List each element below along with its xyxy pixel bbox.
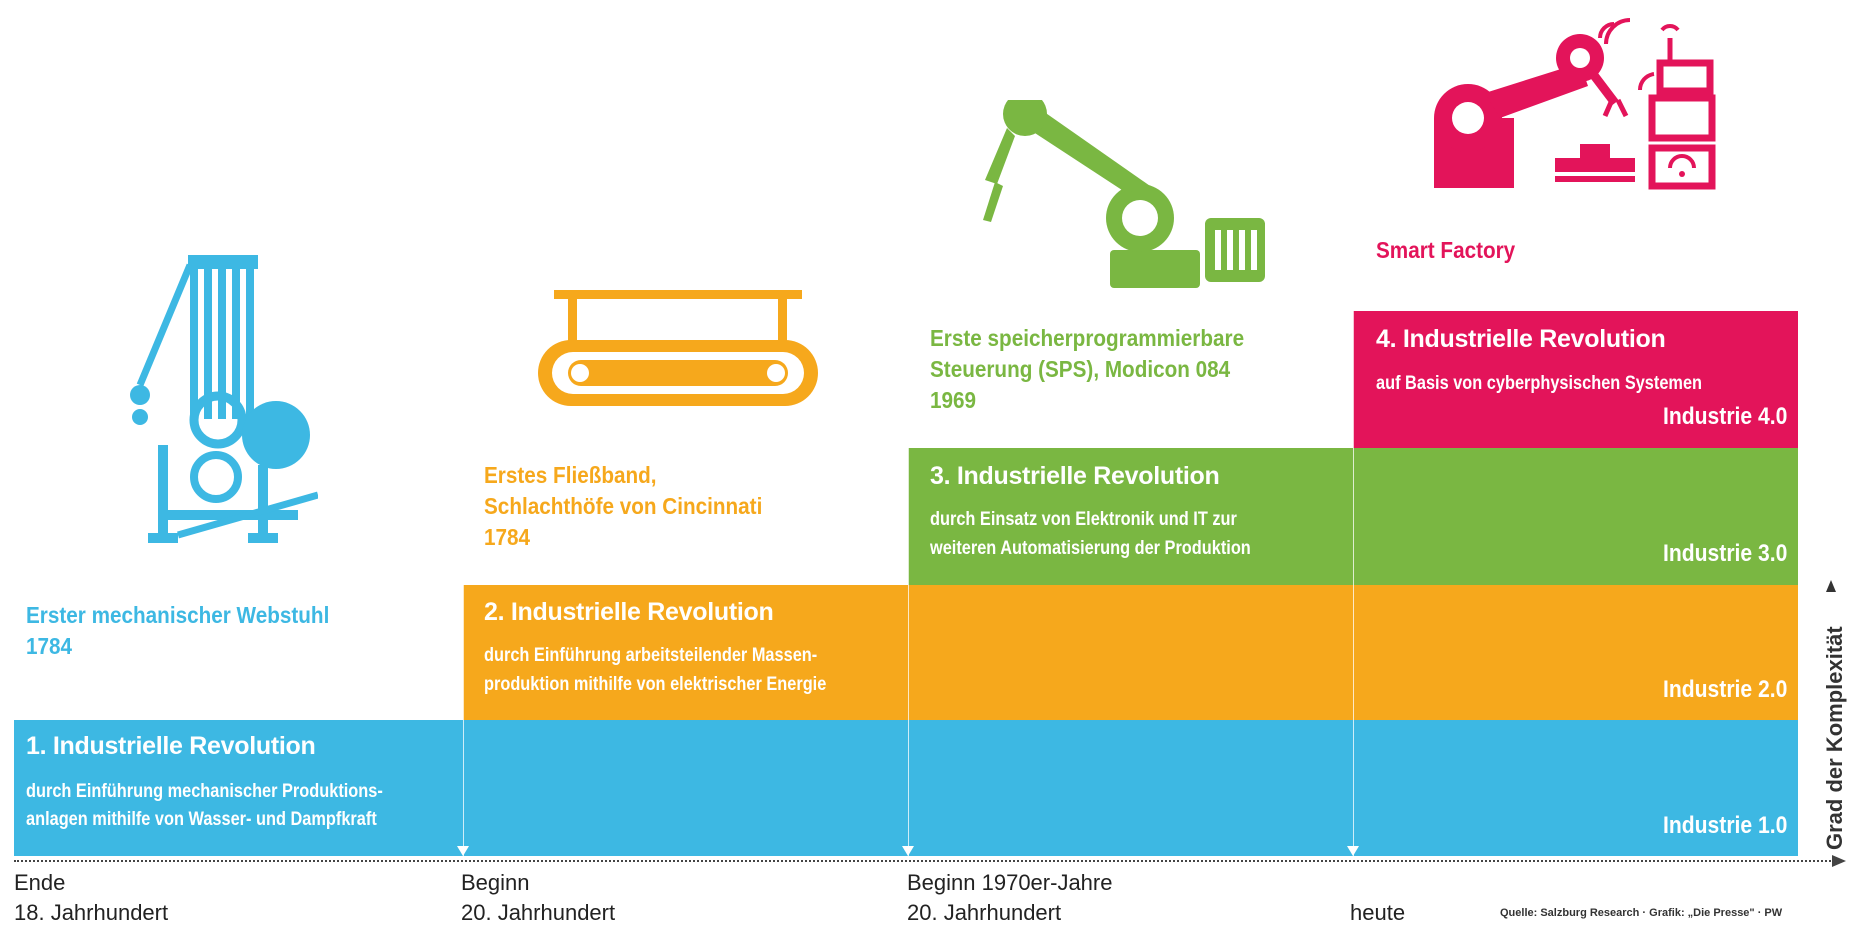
band-industrie-1	[14, 720, 1798, 856]
event-2-line3: 1784	[484, 524, 531, 550]
band-industrie-4	[1353, 311, 1798, 448]
event-4-line1: Smart Factory	[1376, 237, 1516, 263]
revolution-1-desc-line2: anlagen mithilfe von Wasser- und Dampfkr…	[26, 809, 377, 830]
separator-2	[908, 448, 909, 856]
timeline-label-4-line2: heute	[1350, 900, 1406, 925]
complexity-axis-arrow-icon	[1826, 580, 1836, 592]
timeline-label-1-line2: 18. Jahrhundert	[14, 900, 169, 925]
event-3-line1: Erste speicherprogrammierbare	[930, 325, 1245, 351]
timeline-label-2-line1: Beginn	[461, 870, 530, 895]
timeline-marker-1	[14, 846, 26, 856]
event-2-line2: Schlachthöfe von Cincinnati	[484, 493, 763, 519]
revolution-4-title: 4. Industrielle Revolution	[1376, 325, 1666, 353]
revolution-4-desc-line1: auf Basis von cyberphysischen Systemen	[1376, 373, 1703, 394]
conveyor-belt-icon	[538, 290, 818, 406]
timeline-label-2-line2: 20. Jahrhundert	[461, 900, 616, 925]
level-industrie-1: Industrie 1.0	[1662, 812, 1787, 839]
timeline-marker-3	[902, 846, 914, 856]
event-1-line1: Erster mechanischer Webstuhl	[26, 602, 330, 628]
revolution-2-desc-line2: produktion mithilfe von elektrischer Ene…	[484, 674, 827, 695]
event-1-line2: 1784	[26, 633, 73, 659]
separator-1	[463, 585, 464, 856]
revolution-1-desc-line1: durch Einführung mechanischer Produktion…	[26, 781, 383, 802]
revolution-3-desc-line2: weiteren Automatisierung der Produktion	[930, 538, 1251, 559]
event-3-line2: Steuerung (SPS), Modicon 084	[930, 356, 1231, 382]
complexity-axis-label: Grad der Komplexität	[1822, 626, 1847, 850]
event-3-line3: 1969	[930, 387, 977, 413]
band-industrie-2	[463, 585, 1798, 720]
timeline-label-1-line1: Ende	[14, 870, 66, 895]
separator-3	[1353, 311, 1354, 856]
smart-factory-icon	[1434, 18, 1716, 190]
revolution-2-title: 2. Industrielle Revolution	[484, 598, 774, 626]
timeline-label-3-line2: 20. Jahrhundert	[907, 900, 1062, 925]
revolution-2-desc-line1: durch Einführung arbeitsteilender Massen…	[484, 645, 818, 666]
timeline-label-3-line1: Beginn 1970er-Jahre	[907, 870, 1113, 895]
source-credit: Quelle: Salzburg Research · Grafik: „Die…	[1500, 907, 1783, 919]
revolution-1-title: 1. Industrielle Revolution	[26, 732, 316, 760]
timeline-marker-2	[457, 846, 469, 856]
timeline-marker-4	[1347, 846, 1359, 856]
revolution-3-title: 3. Industrielle Revolution	[930, 462, 1220, 490]
time-axis-arrow-icon	[1832, 855, 1846, 867]
loom-icon	[130, 255, 318, 543]
revolution-3-desc-line1: durch Einsatz von Elektronik und IT zur	[930, 509, 1237, 530]
robot-arm-icon	[983, 100, 1265, 288]
event-2-line1: Erstes Fließband,	[484, 462, 657, 488]
level-industrie-3: Industrie 3.0	[1662, 540, 1787, 567]
separator-4	[1798, 311, 1799, 856]
time-axis	[14, 860, 1834, 862]
level-industrie-4: Industrie 4.0	[1662, 403, 1787, 430]
level-industrie-2: Industrie 2.0	[1662, 676, 1787, 703]
